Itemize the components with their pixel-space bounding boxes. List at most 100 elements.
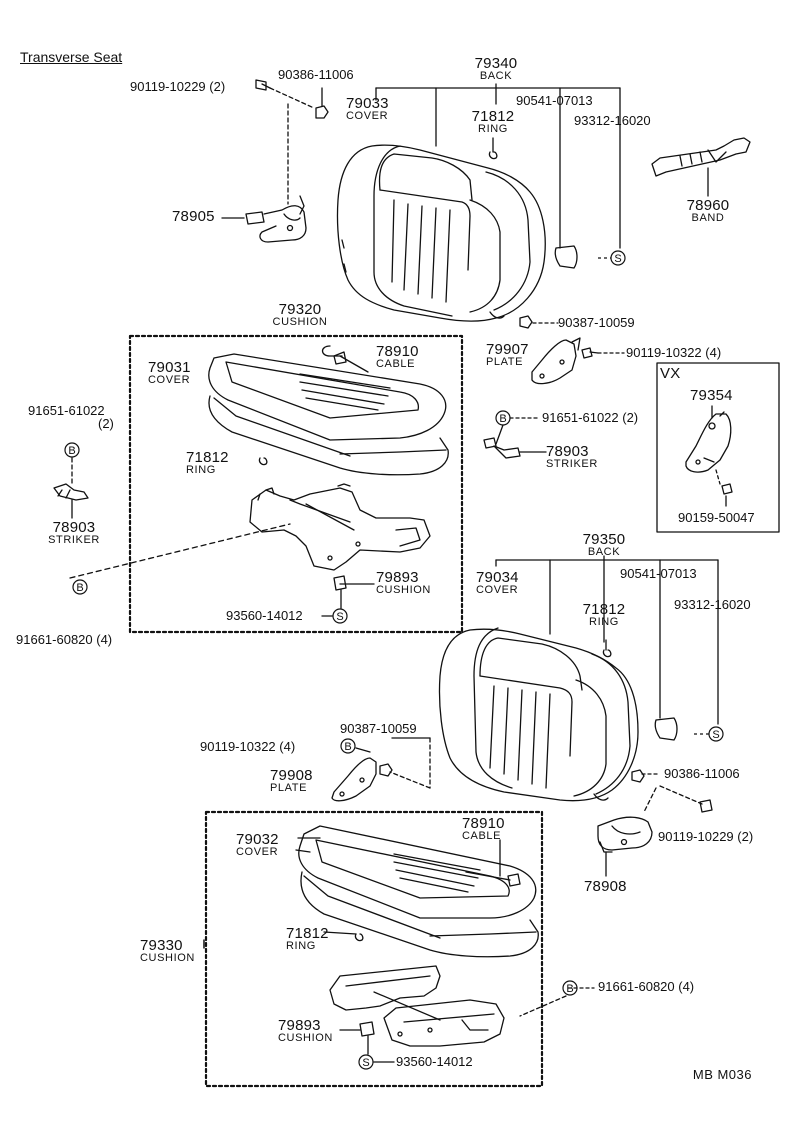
part-label: 90387-10059: [558, 315, 635, 330]
part-name: COVER: [346, 110, 389, 122]
part-number: 78903: [52, 519, 96, 536]
s-symbol-text: S: [362, 1057, 369, 1069]
part-label-group: 79330 CUSHION: [140, 938, 195, 964]
part-label: 90541-07013: [620, 566, 697, 581]
b-symbol-text: B: [499, 413, 506, 425]
seat-cushion-lower: [298, 825, 539, 1047]
part-label: 93312-16020: [574, 113, 651, 128]
part-number: 79032: [236, 831, 279, 848]
part-label: 90386-11006: [664, 766, 740, 781]
part-number: 71812: [582, 601, 626, 618]
symbol-leaders: [598, 257, 709, 735]
cushion-box-lower: [204, 810, 544, 1088]
part-label-group: 79893 CUSHION: [376, 570, 431, 596]
part-number: 91651-61022: [28, 403, 105, 418]
s-symbol: S: [610, 250, 626, 266]
part-label: 91651-61022 (2): [542, 410, 639, 425]
part-number: 79350: [582, 531, 626, 548]
part-label: 90119-10229 (2): [130, 79, 226, 94]
part-label: 91661-60820 (4): [598, 979, 695, 994]
part-label: 79354: [690, 387, 733, 404]
part-label-group: 79908 PLATE: [270, 768, 313, 794]
part-label: 90159-50047: [678, 510, 755, 525]
part-number: 71812: [471, 108, 515, 125]
b-symbol: B: [72, 579, 88, 595]
vx-label: VX: [660, 365, 681, 382]
diagram-code: MB M036: [692, 1067, 752, 1082]
part-name: RING: [286, 940, 316, 952]
part-number: 79033: [346, 95, 389, 112]
s-symbol: S: [332, 608, 348, 624]
part-name: PLATE: [270, 782, 308, 794]
s-symbol: S: [358, 1054, 374, 1070]
part-name: CUSHION: [272, 316, 328, 328]
part-name: CUSHION: [278, 1032, 333, 1044]
part-label-group: 78903 STRIKER: [546, 444, 598, 470]
vx-box: [656, 362, 780, 533]
part-label-group: 78960 BAND: [687, 198, 730, 224]
part-name: CUSHION: [140, 952, 195, 964]
part-name: COVER: [148, 374, 191, 386]
part-label-group: 78903 STRIKER: [48, 520, 100, 546]
part-name: PLATE: [486, 356, 524, 368]
part-label-group: 71812 RING: [472, 109, 515, 135]
part-label: 91661-60820 (4): [16, 632, 113, 647]
part-number: 78960: [686, 197, 730, 214]
part-number: 79034: [476, 569, 519, 586]
part-label-group: 71812 RING: [186, 450, 229, 476]
part-label-group: 71812 RING: [583, 602, 626, 628]
part-number: 79893: [278, 1017, 321, 1034]
part-label: 90119-10322 (4): [200, 739, 296, 754]
part-number: 78910: [376, 343, 419, 360]
part-label-group: 79350 BACK: [583, 532, 626, 558]
b-symbol: B: [64, 442, 80, 458]
part-label: 90119-10229 (2): [658, 829, 754, 844]
part-label: 93312-16020: [674, 597, 751, 612]
part-name: COVER: [236, 846, 279, 858]
b-symbol: B: [340, 738, 356, 754]
part-label: 93560-14012: [226, 608, 303, 623]
part-number: 79893: [376, 569, 419, 586]
part-label-group: 79032 COVER: [236, 832, 279, 858]
part-number: 79330: [140, 937, 183, 954]
part-label-group: 79893 CUSHION: [278, 1018, 333, 1044]
part-number: 79908: [270, 767, 313, 784]
seat-cushion-upper: [208, 345, 449, 591]
b-symbol-text: B: [68, 445, 75, 457]
part-number: 78903: [546, 443, 589, 460]
part-number: 71812: [186, 449, 229, 466]
part-label: 78905: [172, 208, 215, 225]
s-symbol-text: S: [712, 729, 719, 741]
part-label-group: 79320 CUSHION: [273, 302, 328, 328]
part-label-group: 78910 CABLE: [376, 344, 419, 370]
part-label: 90386-11006: [278, 67, 354, 82]
part-number: 79340: [474, 55, 518, 72]
part-name: STRIKER: [48, 534, 100, 546]
part-label-group: 79031 COVER: [148, 360, 191, 386]
b-symbol-text: B: [344, 741, 351, 753]
part-label-group: 79340 BACK: [475, 56, 518, 82]
part-label: 90387-10059: [340, 721, 417, 736]
leader-lines-lower: [203, 555, 719, 1063]
part-name: BACK: [587, 546, 621, 558]
part-label: 90119-10322 (4): [626, 345, 722, 360]
b-symbol-text: B: [76, 582, 83, 594]
part-quantity: (2): [98, 416, 114, 431]
part-number: 78910: [462, 815, 505, 832]
cushion-box-upper: [128, 334, 464, 634]
part-name: BACK: [479, 70, 513, 82]
b-symbol: B: [495, 410, 511, 426]
hardware-upper: [53, 79, 751, 501]
s-symbol-text: S: [614, 253, 621, 265]
part-number: 79031: [148, 359, 191, 376]
part-label: 90541-07013: [516, 93, 593, 108]
part-label-group: 79033 COVER: [346, 96, 389, 122]
part-label-group: 79907 PLATE: [486, 342, 529, 368]
part-name: RING: [186, 464, 216, 476]
seat-back-lower: [438, 627, 678, 802]
part-label-group: 78910 CABLE: [462, 816, 505, 842]
part-number: 71812: [286, 925, 329, 942]
s-symbol-text: S: [336, 611, 343, 623]
b-symbol-text: B: [566, 983, 573, 995]
